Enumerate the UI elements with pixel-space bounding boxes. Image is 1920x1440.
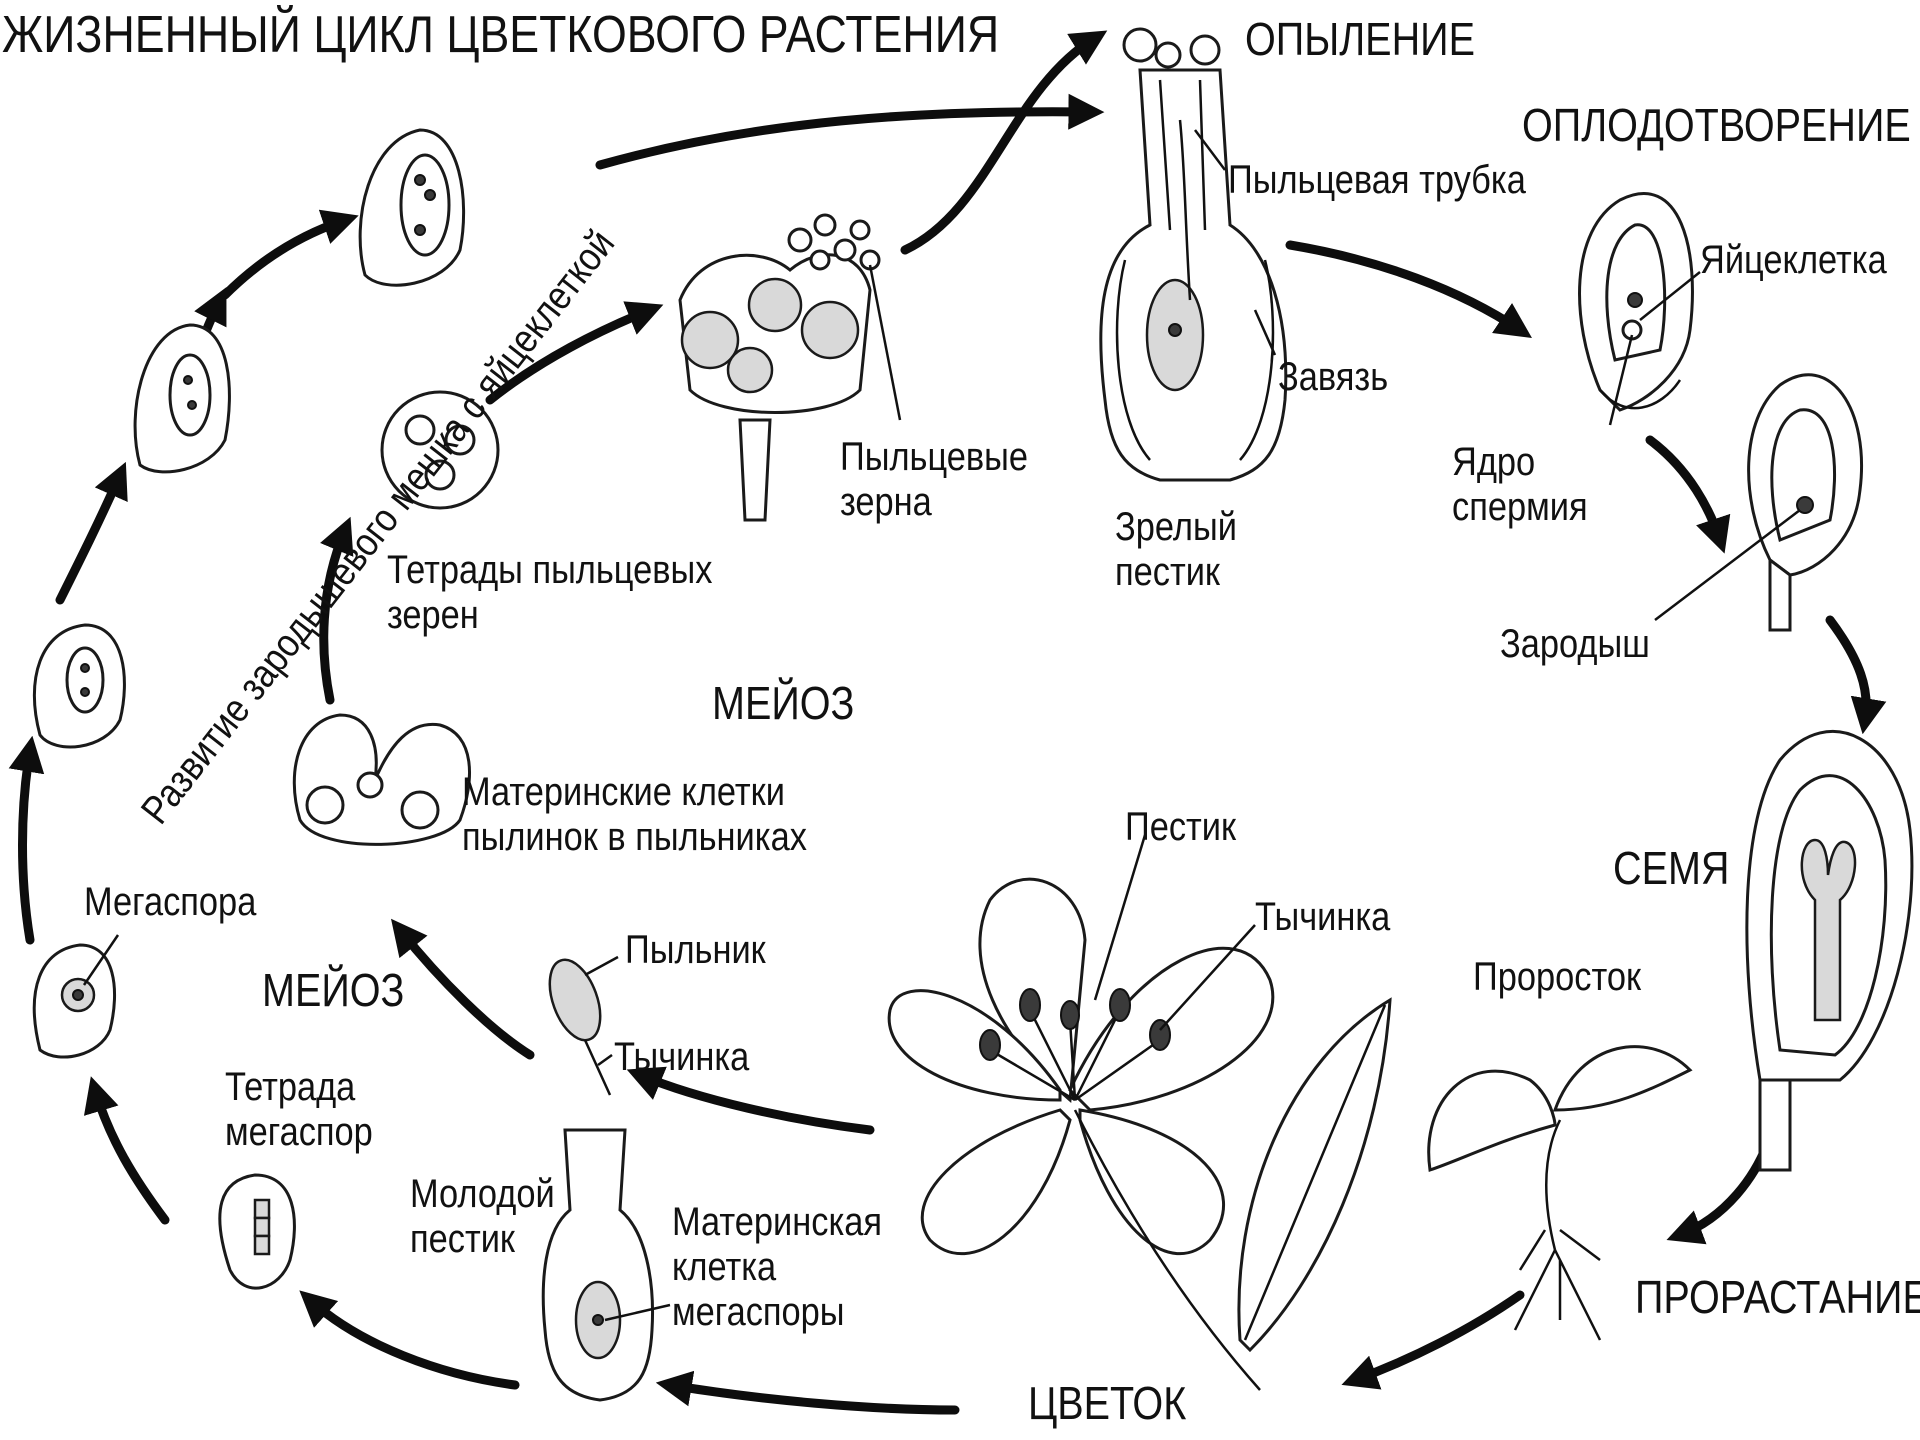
mature-pistil-illustration	[1101, 29, 1286, 480]
label-young-pistil: Молодой пестик	[410, 1172, 555, 1262]
arrow-young-pistil-to-tetrad	[310, 1300, 515, 1385]
label-embryo: Зародыш	[1500, 622, 1650, 667]
arrow-flower-to-young-pistil	[670, 1385, 955, 1410]
embryo-sac-stage-1	[34, 625, 124, 747]
label-pollen-grains: Пыльцевые зерна	[840, 435, 1028, 525]
diagram-title: ЖИЗНЕННЫЙ ЦИКЛ ЦВЕТКОВОГО РАСТЕНИЯ	[2, 6, 999, 64]
arrow-sac-3-up	[225, 220, 345, 295]
stage-pollination: ОПЫЛЕНИЕ	[1245, 14, 1475, 66]
arrow-tetrad-to-megaspore	[95, 1090, 165, 1220]
label-stamen-small: Тычинка	[614, 1035, 749, 1080]
stage-germination: ПРОРАСТАНИЕ	[1635, 1272, 1920, 1324]
flower-illustration	[889, 879, 1390, 1390]
embryo-sac-stage-2	[135, 325, 229, 472]
stage-meiosis-left: МЕЙОЗ	[262, 965, 404, 1017]
megaspore-ovule-illustration	[34, 945, 114, 1057]
megaspore-tetrad-illustration	[220, 1175, 295, 1288]
label-anther-mother-cells: Материнские клетки пылинок в пыльниках	[462, 770, 807, 860]
label-pollen-tube: Пыльцевая трубка	[1228, 158, 1526, 203]
arrow-sac-1-up	[60, 475, 120, 600]
arrow-megaspore-up	[23, 750, 31, 940]
label-sperm-nucleus: Ядро спермия	[1452, 440, 1588, 530]
label-ovary: Завязь	[1278, 355, 1388, 400]
fertilization-ovule-illustration	[1580, 194, 1693, 410]
label-stamen: Тычинка	[1255, 895, 1390, 940]
arrow-stamen-to-mother-cells	[400, 930, 530, 1055]
arrow-embryo-to-seed	[1830, 620, 1866, 720]
arrow-pollen-to-pistil	[905, 38, 1095, 250]
label-pistil: Пестик	[1125, 805, 1236, 850]
arrow-germination-to-flower	[1355, 1295, 1520, 1380]
anther-mother-cells-illustration	[294, 715, 469, 844]
small-stamen-illustration	[540, 953, 610, 1095]
label-anther: Пыльник	[625, 928, 766, 973]
label-seedling: Проросток	[1473, 955, 1641, 1000]
label-pollen-tetrads: Тетрады пыльцевых зерен	[387, 548, 712, 638]
label-megaspore-mother-cell: Материнская клетка мегаспоры	[672, 1200, 882, 1334]
stage-seed: СЕМЯ	[1613, 843, 1729, 895]
leader-anther	[585, 957, 618, 975]
label-megaspore-tetrad: Тетрада мегаспор	[225, 1065, 373, 1155]
embryo-sac-stage-3	[360, 130, 463, 285]
arrow-flower-to-stamen	[640, 1075, 870, 1130]
leader-pollen-grains	[870, 265, 900, 420]
stage-meiosis-top: МЕЙОЗ	[712, 678, 854, 730]
embryo-ovule-illustration	[1749, 375, 1862, 630]
seed-illustration	[1747, 731, 1912, 1170]
label-mature-pistil: Зрелый пестик	[1115, 505, 1237, 595]
arrow-to-fertilization	[1290, 245, 1520, 330]
leader-stamen-small	[598, 1055, 612, 1065]
young-pistil-illustration	[543, 1130, 652, 1400]
leader-pistil	[1095, 835, 1145, 1000]
stage-flower: ЦВЕТОК	[1028, 1378, 1186, 1430]
label-egg-cell: Яйцеклетка	[1700, 238, 1887, 283]
arrow-fertilization-to-embryo	[1650, 440, 1720, 540]
label-megaspore: Мегаспора	[84, 880, 256, 925]
stage-fertilization: ОПЛОДОТВОРЕНИЕ	[1522, 100, 1911, 152]
